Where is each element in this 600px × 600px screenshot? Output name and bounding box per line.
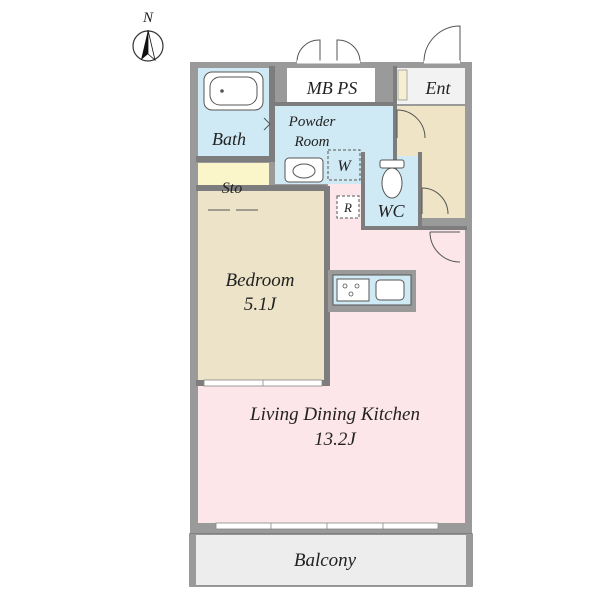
compass-arrow-dark [141,30,148,60]
wall-mbps-south [275,102,397,106]
entry-door-swing [423,25,461,63]
bathtub-icon [203,71,264,111]
top-windows [296,25,461,64]
hall-to-ldk [328,184,365,194]
label-ent: Ent [425,78,452,98]
compass-arrow-light [147,29,156,62]
compass: N [132,10,164,62]
toilet-icon [379,159,405,199]
wall-wc-east [418,152,422,228]
mb-ps-room [287,68,375,104]
label-ldk-size: 13.2J [314,429,357,450]
interior-doors [208,109,461,263]
washbasin-icon [284,157,324,183]
wall-bedroom-east [324,186,330,384]
bedroom-room [198,190,326,380]
balcony-wall-right [466,534,472,586]
wall-wc-south [361,226,467,230]
label-mb-ps: MB PS [306,78,357,98]
label-bath: Bath [212,129,246,149]
label-refrigerator: R [343,200,352,215]
powder-door-swing [396,109,426,139]
wall-bath-south [196,156,275,162]
wall-bath-east [269,66,275,158]
wc-door-swing [421,187,449,215]
label-powder-room-line2: Room [294,134,330,150]
label-bedroom-size: 5.1J [244,294,278,315]
label-washer: W [337,158,352,175]
wall-bedroom-north [196,185,326,191]
balcony-wall-left [190,534,196,586]
label-sto: Sto [222,180,242,197]
label-bedroom: Bedroom [226,270,295,291]
washer-space [327,149,361,181]
label-wc: WC [378,201,406,221]
entrance-landing [397,68,465,104]
label-balcony: Balcony [294,550,357,571]
label-powder-room-line1: Powder [288,114,336,130]
kitchen-counter [328,270,416,312]
ldk-door-swing [429,231,461,263]
compass-north-letter: N [142,10,154,26]
shoe-cabinet [397,69,408,101]
bedroom-window [203,379,323,387]
label-ldk: Living Dining Kitchen [249,404,420,425]
kitchen-sink-icon [375,279,405,301]
stove-icon [336,278,370,302]
window-left-swing [296,39,321,63]
ldk-window [215,522,439,530]
balcony-area [189,533,473,587]
refrigerator-space [336,195,360,219]
window-right-swing [336,39,361,63]
wall-wc-west [361,152,365,230]
wall-powder-east [393,66,397,186]
